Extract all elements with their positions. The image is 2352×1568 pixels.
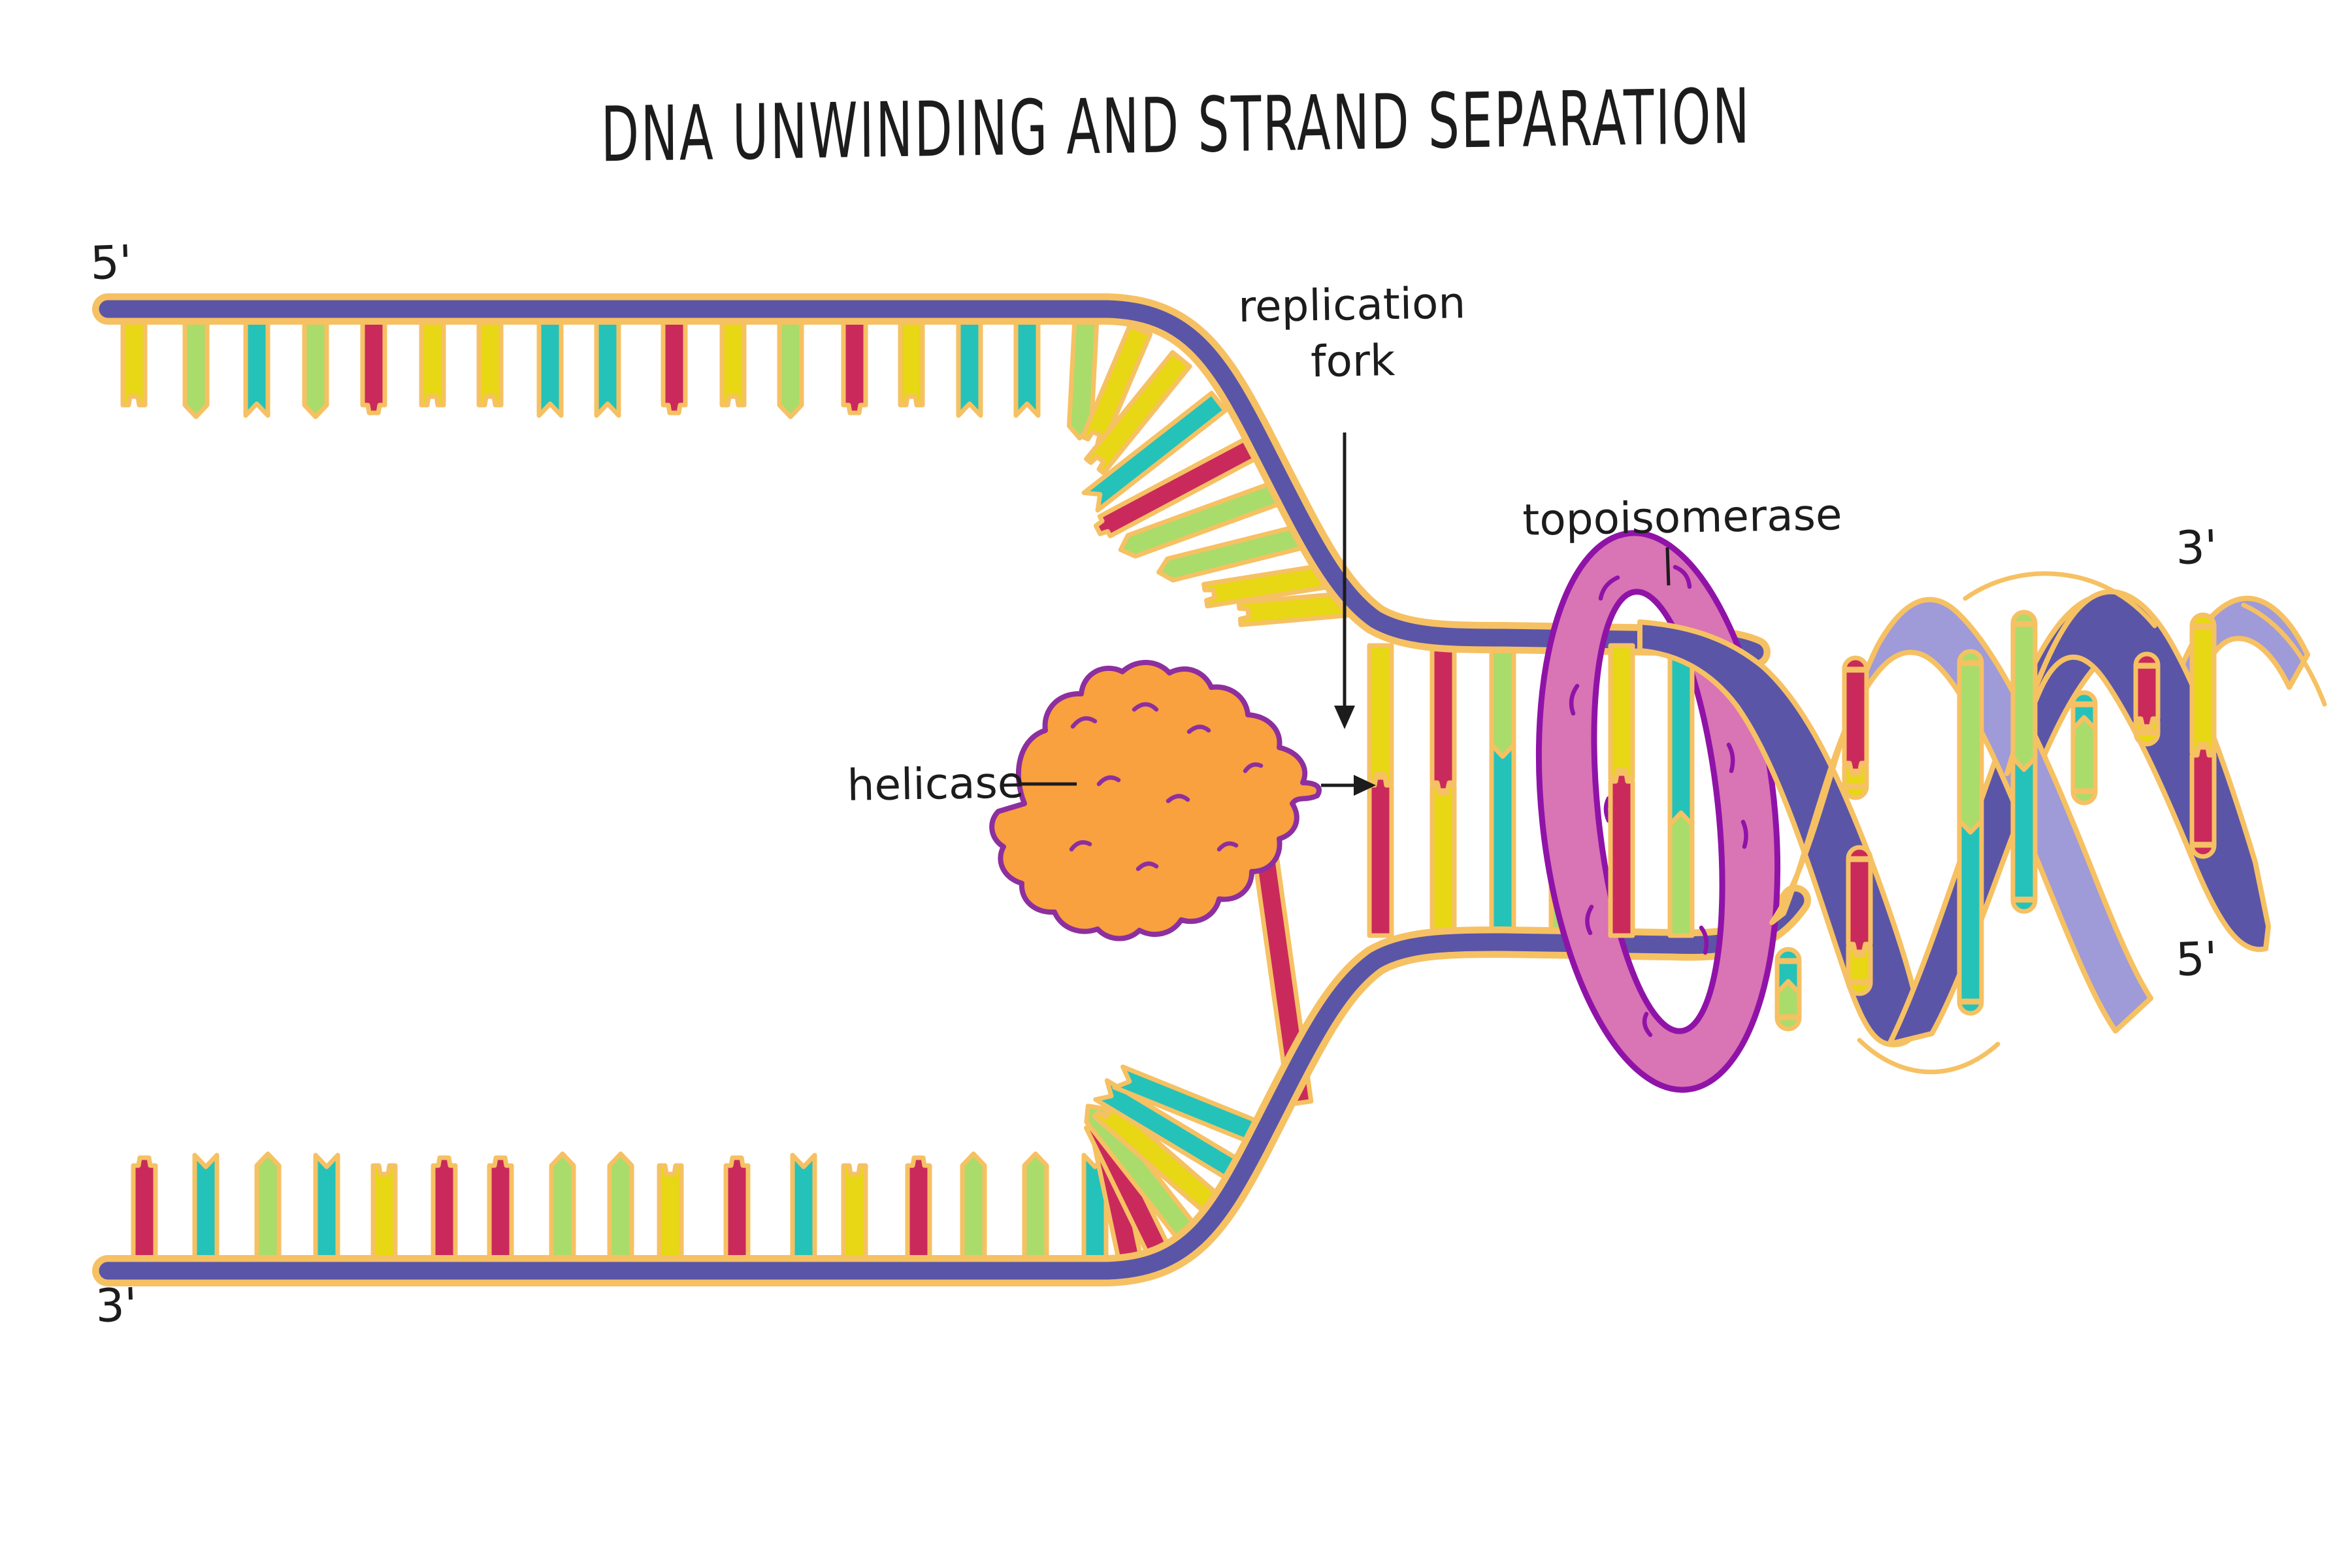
base-teal: [1112, 1064, 1268, 1148]
double-helix: [1637, 571, 2327, 1075]
base-yellow: [1080, 323, 1153, 448]
base-yellow: [1842, 763, 1869, 800]
base-yellow: [719, 299, 747, 408]
base-teal: [2010, 755, 2038, 914]
base-green: [2070, 715, 2098, 806]
helicase-label: helicase: [846, 757, 1025, 811]
base-yellow: [1846, 944, 1873, 996]
base-green: [1957, 649, 1984, 843]
base-teal: [1667, 643, 1695, 835]
base-red: [661, 299, 688, 416]
bottom-strand-bases: [131, 846, 1314, 1281]
three-prime-right-label: 3': [2174, 519, 2219, 576]
replication-fork-arrowhead-icon: [1334, 706, 1355, 729]
base-yellow: [1367, 643, 1394, 785]
base-red: [2133, 651, 2161, 729]
bottom-backbone-outline: [92, 885, 1811, 1286]
helix-dark-strand-crest-tail: [2004, 589, 2271, 953]
base-yellow: [1201, 563, 1330, 609]
base-green: [1667, 810, 1695, 938]
base-red: [1842, 655, 1869, 774]
helix-sketch-arc: [2241, 602, 2327, 707]
base-red: [1367, 775, 1394, 938]
helicase-texture-squiggle: [1096, 775, 1121, 787]
topoisomerase-label: topoisomerase: [1522, 489, 1843, 546]
base-yellow: [657, 1163, 684, 1281]
base-yellow: [2189, 612, 2217, 755]
helix-sketch-arc: [1857, 1037, 2001, 1075]
topoisomerase-pointer-dash: [1665, 547, 1671, 586]
helicase-texture-squiggle: [1243, 762, 1264, 774]
base-red: [723, 1155, 751, 1281]
replication-fork-label: replication fork: [1238, 275, 1467, 391]
top-backbone-outline: [92, 293, 1771, 668]
base-yellow: [841, 1163, 868, 1281]
helicase-texture-squiggle: [1217, 841, 1239, 852]
base-red: [905, 1155, 932, 1281]
base-red: [487, 1155, 514, 1281]
ring-texture-curl: [1673, 564, 1692, 589]
base-yellow: [419, 299, 446, 408]
base-green: [2010, 610, 2038, 780]
base-red: [1608, 771, 1635, 938]
annotation-arrows: [1018, 433, 1671, 796]
base-red: [431, 1155, 458, 1281]
helicase-texture-squiggle: [1070, 716, 1098, 729]
topoisomerase-ring-body: [1535, 530, 1781, 1093]
base-red: [360, 299, 387, 416]
base-red: [1093, 437, 1257, 538]
topoisomerase-ring: [1535, 530, 1781, 1093]
helicase-texture-squiggle: [1166, 794, 1190, 804]
ring-texture-curl: [1603, 796, 1611, 823]
base-red: [841, 299, 868, 416]
top-strand-bases: [120, 299, 1350, 627]
replication-fork-label-line2: fork: [1310, 335, 1396, 387]
ring-texture-curl: [1598, 575, 1620, 601]
base-teal: [1081, 391, 1228, 513]
page-title: DNA UNWINDING AND STRAND SEPARATION: [600, 71, 1752, 180]
three-prime-bottom-left-label: 3': [94, 1277, 139, 1333]
base-yellow: [476, 299, 504, 408]
helicase-arrowhead-icon: [1354, 775, 1376, 796]
ring-texture-curl: [1642, 1011, 1653, 1037]
base-yellow: [370, 1163, 398, 1281]
ring-texture-curl: [1699, 925, 1709, 955]
ring-texture-curl: [1585, 904, 1594, 936]
base-teal: [1489, 742, 1516, 938]
helicase-texture-squiggle: [1069, 840, 1092, 852]
base-teal: [1957, 818, 1984, 1016]
base-red: [131, 1155, 158, 1281]
base-yellow: [898, 299, 925, 408]
ring-texture-curl: [1569, 683, 1580, 716]
base-red: [1429, 643, 1457, 793]
helicase-enzyme: [989, 660, 1322, 941]
base-red: [2189, 745, 2217, 859]
base-yellow: [1608, 643, 1635, 781]
ring-texture-curl: [1740, 819, 1748, 849]
helix-sketch-arc: [1963, 571, 2157, 629]
ladder-pairs-right: [1608, 643, 1695, 938]
helicase-texture-squiggle: [1186, 725, 1211, 734]
base-yellow: [1236, 591, 1350, 627]
base-red: [1846, 845, 1873, 955]
helicase-texture-squiggle: [1132, 702, 1159, 712]
base-yellow: [2133, 719, 2161, 747]
five-prime-right-label: 5': [2174, 931, 2219, 987]
base-yellow: [120, 299, 148, 408]
top-backbone: [99, 300, 1764, 661]
base-yellow: [1429, 783, 1457, 938]
ring-texture-curl: [1726, 742, 1735, 774]
helicase-blob: [989, 660, 1322, 941]
base-green: [1774, 979, 1802, 1032]
helicase-texture-squiggle: [1135, 861, 1159, 872]
five-prime-top-left-label: 5': [89, 235, 133, 291]
base-yellow: [1084, 350, 1192, 476]
replication-fork-label-line1: replication: [1237, 278, 1466, 333]
